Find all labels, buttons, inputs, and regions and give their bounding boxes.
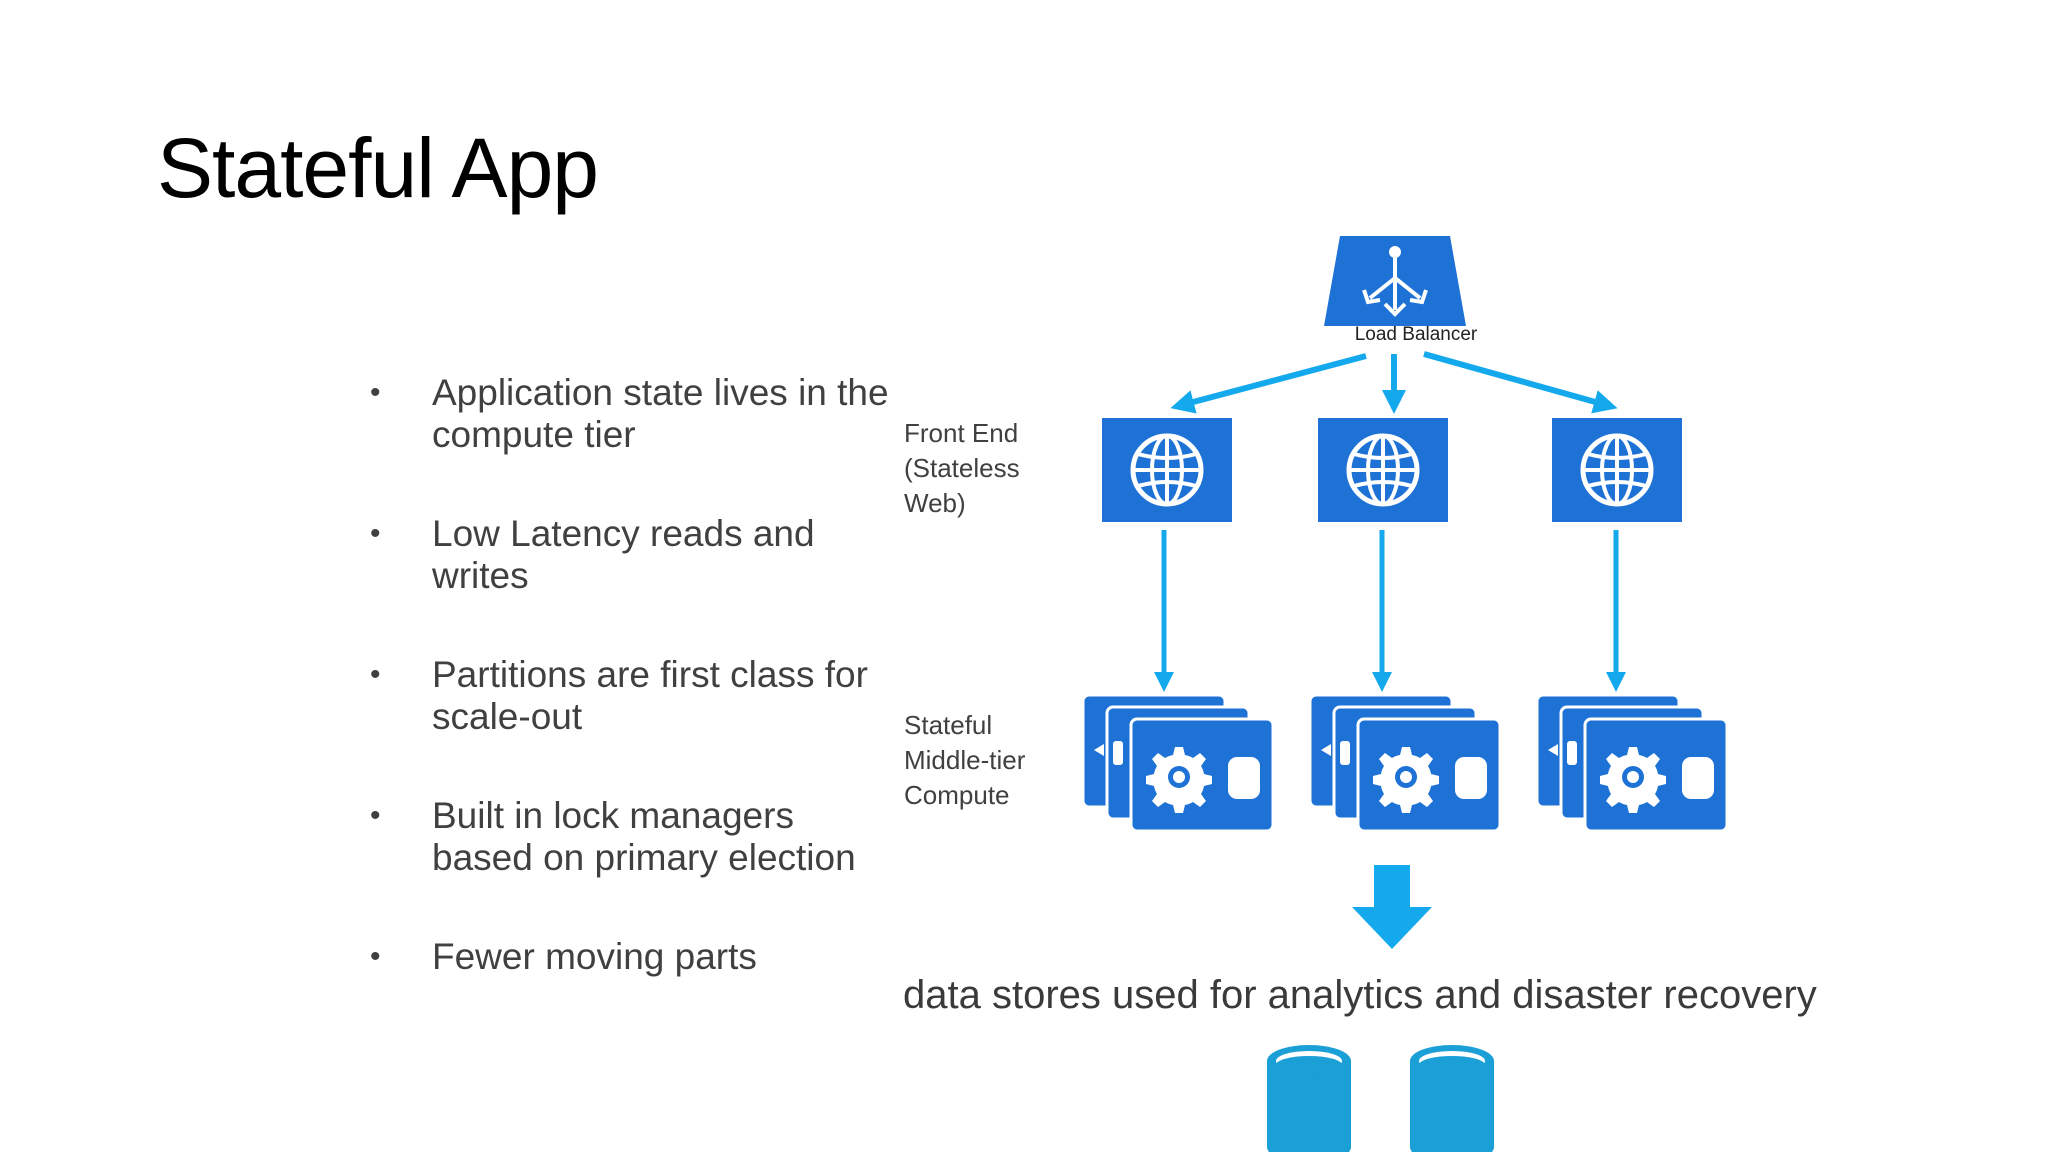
bullet-text: Partitions are first class for scale-out [432, 654, 868, 737]
compute-stack [1310, 695, 1500, 831]
bullet-dot: • [370, 940, 381, 973]
front-end-label: Front End (Stateless Web) [904, 418, 1020, 518]
bullet-item: • Application state lives in the compute … [370, 372, 890, 456]
architecture-diagram: Load Balancer Front End (Stateless Web) … [880, 220, 1900, 1152]
bullet-text: Built in lock managers based on primary … [432, 795, 856, 878]
arrow-lb-to-frontend-right [1423, 351, 1618, 414]
bullet-item: • Partitions are first class for scale-ou… [370, 654, 890, 738]
frontend-tile [1318, 418, 1448, 522]
middle-tier-label: Stateful Middle-tier Compute [904, 710, 1026, 810]
bullet-dot: • [370, 658, 381, 691]
bullet-text: Application state lives in the compute t… [432, 372, 889, 455]
load-balancer-label: Load Balancer [1354, 324, 1478, 345]
frontend-tile [1102, 418, 1232, 522]
globe-icon [1133, 436, 1201, 504]
database-icon [1267, 1045, 1351, 1152]
bullet-item: • Low Latency reads and writes [370, 513, 890, 597]
arrow-lb-to-frontend-left [1170, 353, 1367, 414]
globe-icon [1349, 436, 1417, 504]
bullet-list: • Application state lives in the compute … [370, 372, 890, 1035]
compute-stack [1083, 695, 1273, 831]
load-balancer-icon [1362, 246, 1428, 317]
database-icon [1410, 1045, 1494, 1152]
bullet-dot: • [370, 517, 381, 550]
frontend-tile [1552, 418, 1682, 522]
load-balancer-node [1324, 236, 1466, 326]
slide-title: Stateful App [157, 121, 599, 215]
bullet-item: • Fewer moving parts [370, 936, 890, 978]
data-stores-caption: data stores used for analytics and disas… [903, 973, 1817, 1017]
bullet-text: Low Latency reads and writes [432, 513, 815, 596]
diagram-canvas [880, 236, 1900, 1152]
bullet-dot: • [370, 799, 381, 832]
bullet-item: • Built in lock managers based on primary… [370, 795, 890, 879]
globe-icon [1583, 436, 1651, 504]
big-down-arrow [1352, 865, 1432, 949]
bullet-text: Fewer moving parts [432, 936, 757, 977]
compute-stack [1537, 695, 1727, 831]
bullet-dot: • [370, 376, 381, 409]
